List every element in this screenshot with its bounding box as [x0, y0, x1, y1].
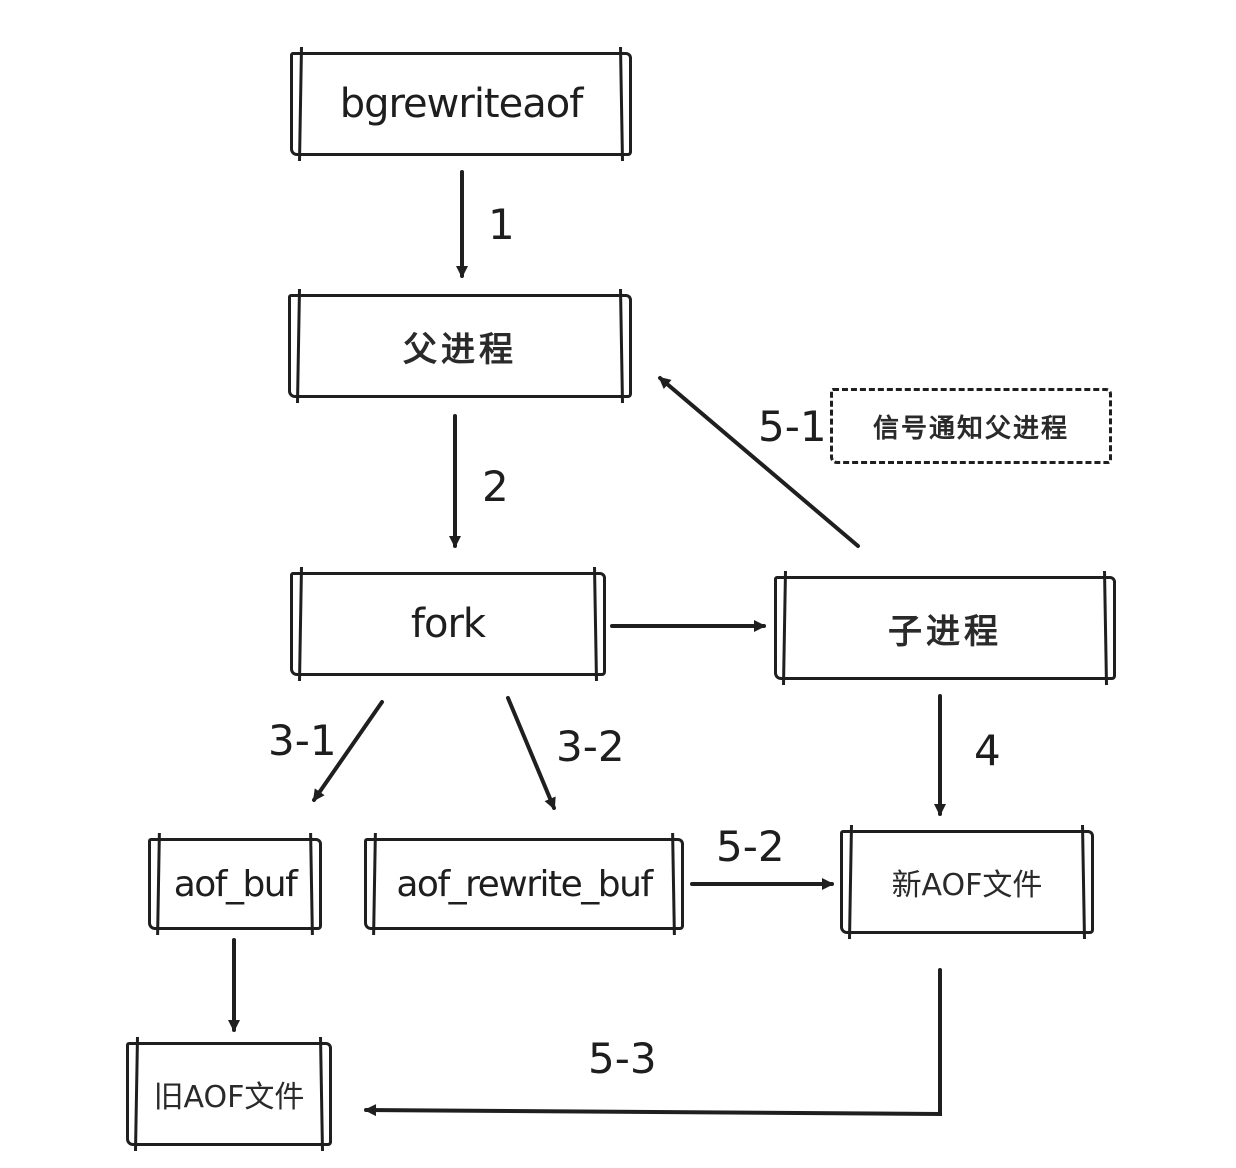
fork-label: fork [410, 601, 486, 647]
fork-box: fork [290, 572, 606, 676]
signal-note-label: 信号通知父进程 [872, 413, 1069, 444]
aof-buf-box: aof_buf [148, 838, 322, 930]
step-1-label: 1 [488, 200, 515, 249]
step-5-1-label: 5-1 [758, 402, 827, 451]
step-4-label: 4 [974, 726, 1001, 775]
step-5-3-label: 5-3 [588, 1034, 657, 1083]
arrow-child-to-parent [658, 376, 860, 548]
bgrewriteaof-box: bgrewriteaof [290, 52, 632, 156]
arrow-fork-to-aof-buf [312, 700, 384, 802]
arrow-fork-to-aof-rewrite-buf [506, 696, 556, 810]
aof-rewrite-buf-label: aof_rewrite_buf [396, 863, 653, 905]
arrow-new-aof-to-old-aof [364, 968, 942, 1117]
new-aof-file-box: 新AOF文件 [840, 830, 1094, 934]
step-2-label: 2 [482, 462, 509, 511]
step-3-1-label: 3-1 [268, 716, 337, 765]
parent-process-label: 父进程 [403, 329, 517, 370]
old-aof-file-box: 旧AOF文件 [126, 1042, 332, 1146]
step-5-2-label: 5-2 [716, 822, 785, 871]
step-3-2-label: 3-2 [556, 722, 625, 771]
bgrewriteaof-label: bgrewriteaof [339, 81, 584, 127]
aof-buf-label: aof_buf [173, 863, 298, 905]
old-aof-file-label: 旧AOF文件 [153, 1080, 305, 1115]
new-aof-file-label: 新AOF文件 [891, 868, 1043, 903]
signal-note-box: 信号通知父进程 [830, 388, 1112, 464]
parent-process-box: 父进程 [288, 294, 632, 398]
child-process-label: 子进程 [888, 611, 1002, 652]
child-process-box: 子进程 [774, 576, 1116, 680]
aof-rewrite-buf-box: aof_rewrite_buf [364, 838, 684, 930]
